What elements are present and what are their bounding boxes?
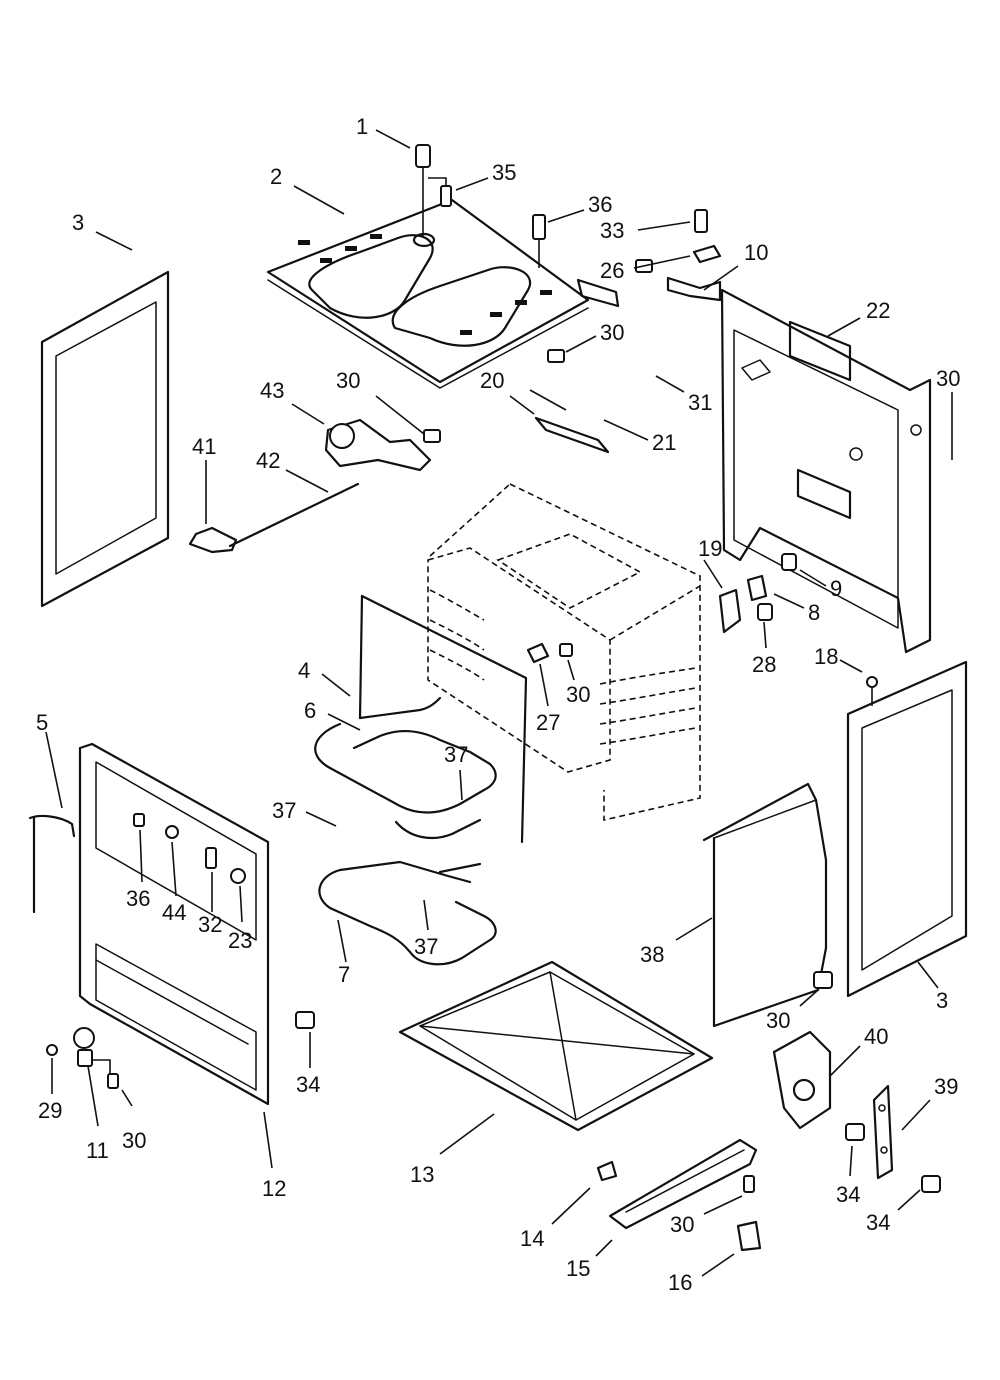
callout-27: 27 bbox=[536, 710, 560, 735]
leveler-front bbox=[46, 1027, 119, 1089]
callout-30-leveler: 30 bbox=[122, 1128, 146, 1153]
callout-29: 29 bbox=[38, 1098, 62, 1123]
callout-22: 22 bbox=[866, 298, 890, 323]
side-panel-left bbox=[40, 270, 170, 608]
screw-34-front bbox=[295, 1011, 315, 1029]
callout-42: 42 bbox=[256, 448, 280, 473]
broil-element bbox=[314, 696, 497, 840]
callout-38: 38 bbox=[640, 942, 664, 967]
callout-3-left: 3 bbox=[72, 210, 84, 235]
callout-16: 16 bbox=[668, 1270, 692, 1295]
callout-13: 13 bbox=[410, 1162, 434, 1187]
callout-7: 7 bbox=[338, 962, 350, 987]
side-panel-right bbox=[846, 660, 968, 998]
callout-3-right: 3 bbox=[936, 988, 948, 1013]
oven-cavity bbox=[427, 483, 701, 822]
callout-19: 19 bbox=[698, 536, 722, 561]
switch-assembly bbox=[188, 418, 441, 554]
callout-31: 31 bbox=[688, 390, 712, 415]
main-top bbox=[266, 198, 590, 389]
callout-12: 12 bbox=[262, 1176, 286, 1201]
callout-34-front: 34 bbox=[296, 1072, 320, 1097]
callout-36-top: 36 bbox=[588, 192, 612, 217]
callout-30-cavity: 30 bbox=[566, 682, 590, 707]
callout-18: 18 bbox=[814, 644, 838, 669]
small-parts-front bbox=[133, 813, 246, 884]
rear-panel bbox=[720, 288, 932, 654]
bracket-20-21 bbox=[529, 259, 653, 454]
callout-20: 20 bbox=[480, 368, 504, 393]
callout-11: 11 bbox=[86, 1138, 109, 1163]
panel-38 bbox=[702, 782, 833, 1028]
callout-26: 26 bbox=[600, 258, 624, 283]
callout-2: 2 bbox=[270, 164, 282, 189]
callout-39: 39 bbox=[934, 1074, 958, 1099]
screws-34-right bbox=[845, 1123, 941, 1193]
callout-41: 41 bbox=[192, 434, 216, 459]
callout-44: 44 bbox=[162, 900, 186, 925]
door-gasket bbox=[358, 594, 528, 844]
callout-14: 14 bbox=[520, 1226, 544, 1251]
front-frame bbox=[28, 742, 270, 1106]
callout-35: 35 bbox=[492, 160, 516, 185]
callout-30-right: 30 bbox=[936, 366, 960, 391]
callout-21: 21 bbox=[652, 430, 676, 455]
callout-33: 33 bbox=[600, 218, 624, 243]
callout-10: 10 bbox=[744, 240, 768, 265]
bake-element bbox=[318, 860, 497, 966]
callout-28: 28 bbox=[752, 652, 776, 677]
screw-36-top bbox=[532, 214, 546, 268]
hinge-receptacle-19 bbox=[718, 553, 797, 634]
callout-30-panel: 30 bbox=[766, 1008, 790, 1033]
rail-assembly bbox=[596, 1138, 762, 1252]
callout-37-left: 37 bbox=[272, 798, 296, 823]
callout-36-front: 36 bbox=[126, 886, 150, 911]
callout-30-top: 30 bbox=[600, 320, 624, 345]
callouts: 1 2 3 3 4 5 6 7 8 9 10 11 12 bbox=[36, 114, 960, 1295]
callout-34-bracket: 34 bbox=[836, 1182, 860, 1207]
drawer-13 bbox=[398, 960, 714, 1132]
callout-37-lower: 37 bbox=[414, 934, 438, 959]
top-pin bbox=[415, 144, 431, 236]
bracket-40 bbox=[772, 1030, 832, 1130]
callout-1: 1 bbox=[356, 114, 368, 139]
callout-30-switch: 30 bbox=[336, 368, 360, 393]
callout-9: 9 bbox=[830, 576, 842, 601]
callout-15: 15 bbox=[566, 1256, 590, 1281]
callout-34-strip: 34 bbox=[866, 1210, 890, 1235]
bracket-group-right bbox=[666, 209, 722, 302]
callout-8: 8 bbox=[808, 600, 820, 625]
callout-37-upper: 37 bbox=[444, 742, 468, 767]
callout-5: 5 bbox=[36, 710, 48, 735]
callout-43: 43 bbox=[260, 378, 284, 403]
strip-39 bbox=[872, 1084, 894, 1180]
screw-35 bbox=[428, 177, 452, 207]
callout-40: 40 bbox=[864, 1024, 888, 1049]
callout-23: 23 bbox=[228, 928, 252, 953]
callout-30-rail: 30 bbox=[670, 1212, 694, 1237]
callout-6: 6 bbox=[304, 698, 316, 723]
sensor-27 bbox=[526, 642, 573, 664]
callout-32: 32 bbox=[198, 912, 222, 937]
callout-4: 4 bbox=[298, 658, 310, 683]
